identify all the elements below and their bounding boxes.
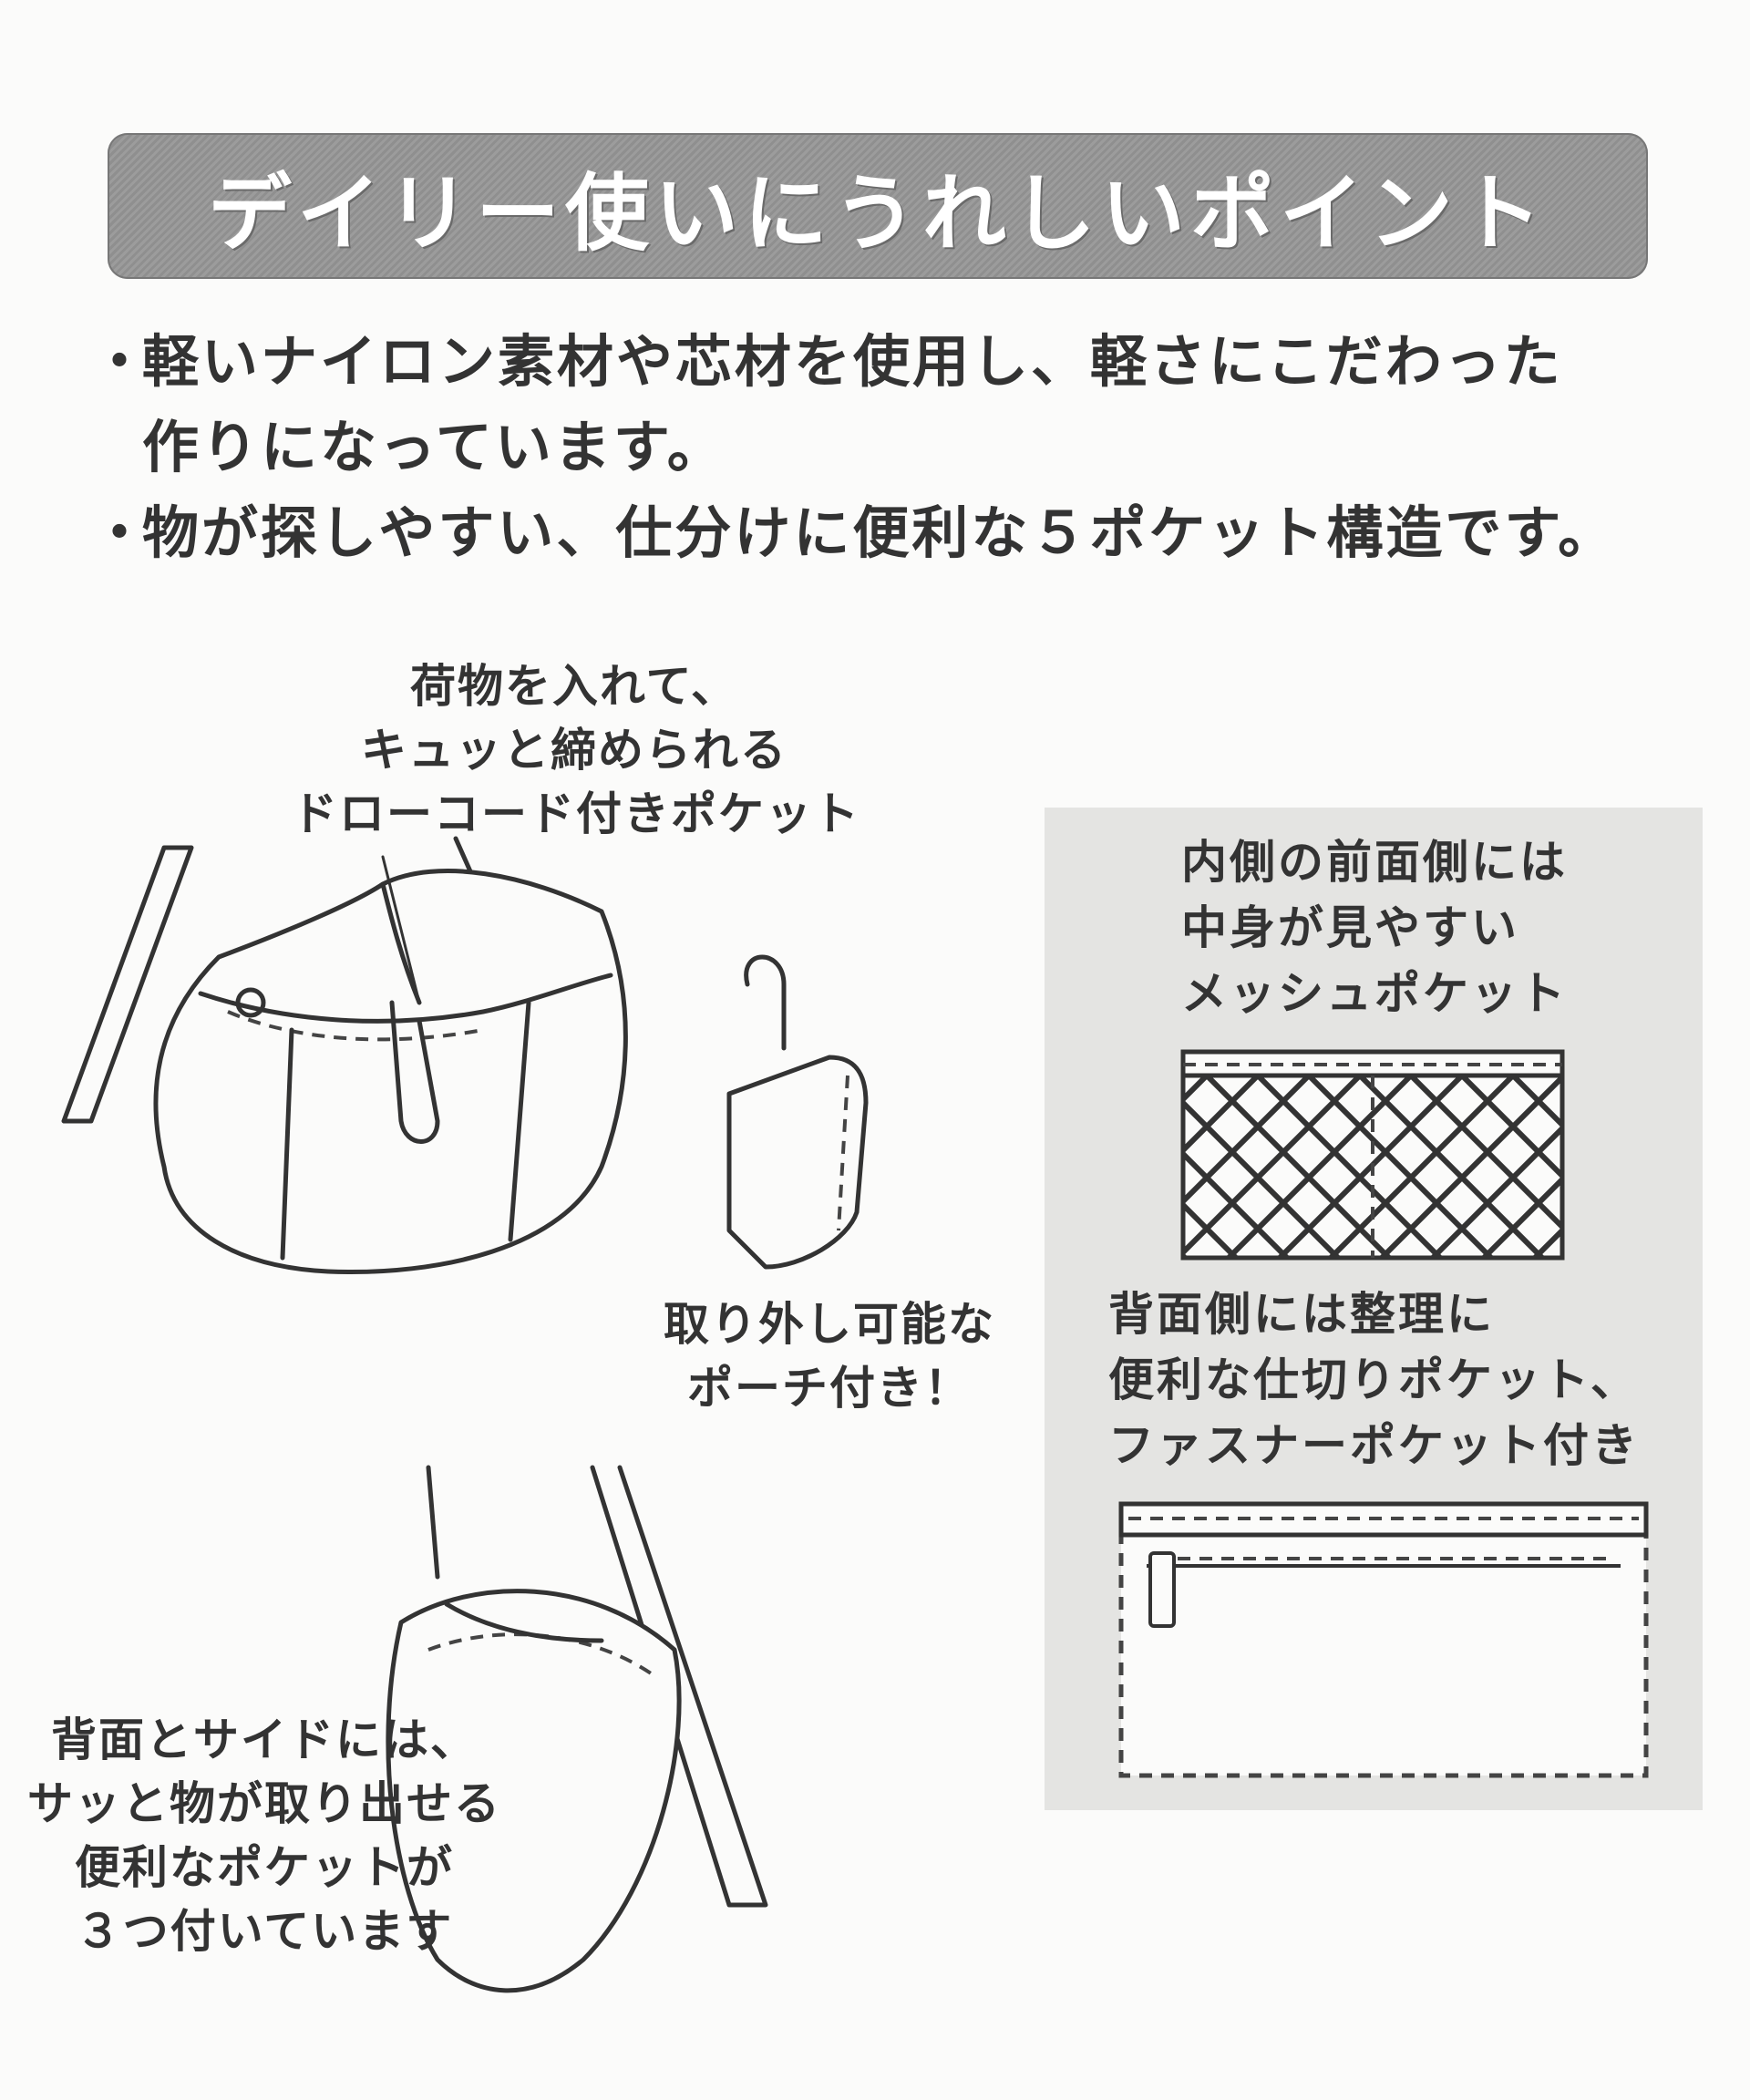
panel-line: 内側の前面側には <box>1181 835 1568 889</box>
panel-line: 便利な仕切りポケット、 <box>1108 1353 1639 1406</box>
callout-line: ３つ付いています <box>75 1904 454 1958</box>
feature-text-line: 作りになっています。 <box>142 414 726 480</box>
feature-text-line: 物が探しやすい、仕分けに便利な５ポケット構造です。 <box>142 499 1618 566</box>
feature-item: ・物が探しやすい、仕分けに便利な５ポケット構造です。 <box>91 490 1695 576</box>
panel-line: 中身が見やすい <box>1181 901 1519 954</box>
mesh-pocket-illustration <box>1180 1049 1565 1261</box>
inner-pocket-panel: 内側の前面側には 中身が見やすい メッシュポケット 背面側には整理に 便利な仕切… <box>1045 808 1703 1810</box>
mesh-pocket-description: 内側の前面側には 中身が見やすい メッシュポケット <box>1181 829 1568 1026</box>
pouch-callout: 取り外し可能な ポーチ付き！ <box>638 1292 1021 1420</box>
front-bag-illustration <box>61 836 628 1274</box>
callout-line: ポーチ付き！ <box>687 1361 972 1415</box>
feature-text-line: 軽いナイロン素材や芯材を使用し、軽さにこだわった <box>142 328 1563 395</box>
callout-line: ドローコード付きポケット <box>292 787 860 840</box>
feature-list: ・軽いナイロン素材や芯材を使用し、軽さにこだわった 作りになっています。 ・物が… <box>91 319 1695 576</box>
title-banner: デイリー使いにうれしいポイント <box>108 133 1648 279</box>
callout-line: 背面とサイドには、 <box>51 1713 478 1766</box>
callout-line: 荷物を入れて、 <box>410 659 738 713</box>
panel-line: 背面側には整理に <box>1108 1287 1495 1341</box>
pouch-illustration <box>726 954 869 1270</box>
callout-line: 便利なポケットが <box>75 1840 454 1894</box>
back-side-callout: 背面とサイドには、 サッと物が取り出せる 便利なポケットが ３つ付いています <box>18 1708 510 1963</box>
page-title: デイリー使いにうれしいポイント <box>207 163 1548 262</box>
feature-item: ・軽いナイロン素材や芯材を使用し、軽さにこだわった 作りになっています。 <box>91 319 1695 490</box>
panel-line: メッシュポケット <box>1181 966 1568 1020</box>
callout-line: サッと物が取り出せる <box>27 1776 501 1830</box>
callout-line: 取り外し可能な <box>664 1297 995 1351</box>
panel-line: ファスナーポケット付き <box>1108 1418 1640 1472</box>
callout-line: キュッと締められる <box>361 723 788 777</box>
back-bag-illustration <box>386 1465 768 1993</box>
bullet-marker: ・ <box>91 499 151 566</box>
drawcord-callout: 荷物を入れて、 キュッと締められる ドローコード付きポケット <box>292 654 860 846</box>
bullet-marker: ・ <box>91 328 151 395</box>
zipper-pocket-illustration <box>1118 1501 1649 1778</box>
divider-pocket-description: 背面側には整理に 便利な仕切りポケット、 ファスナーポケット付き <box>1108 1282 1640 1478</box>
